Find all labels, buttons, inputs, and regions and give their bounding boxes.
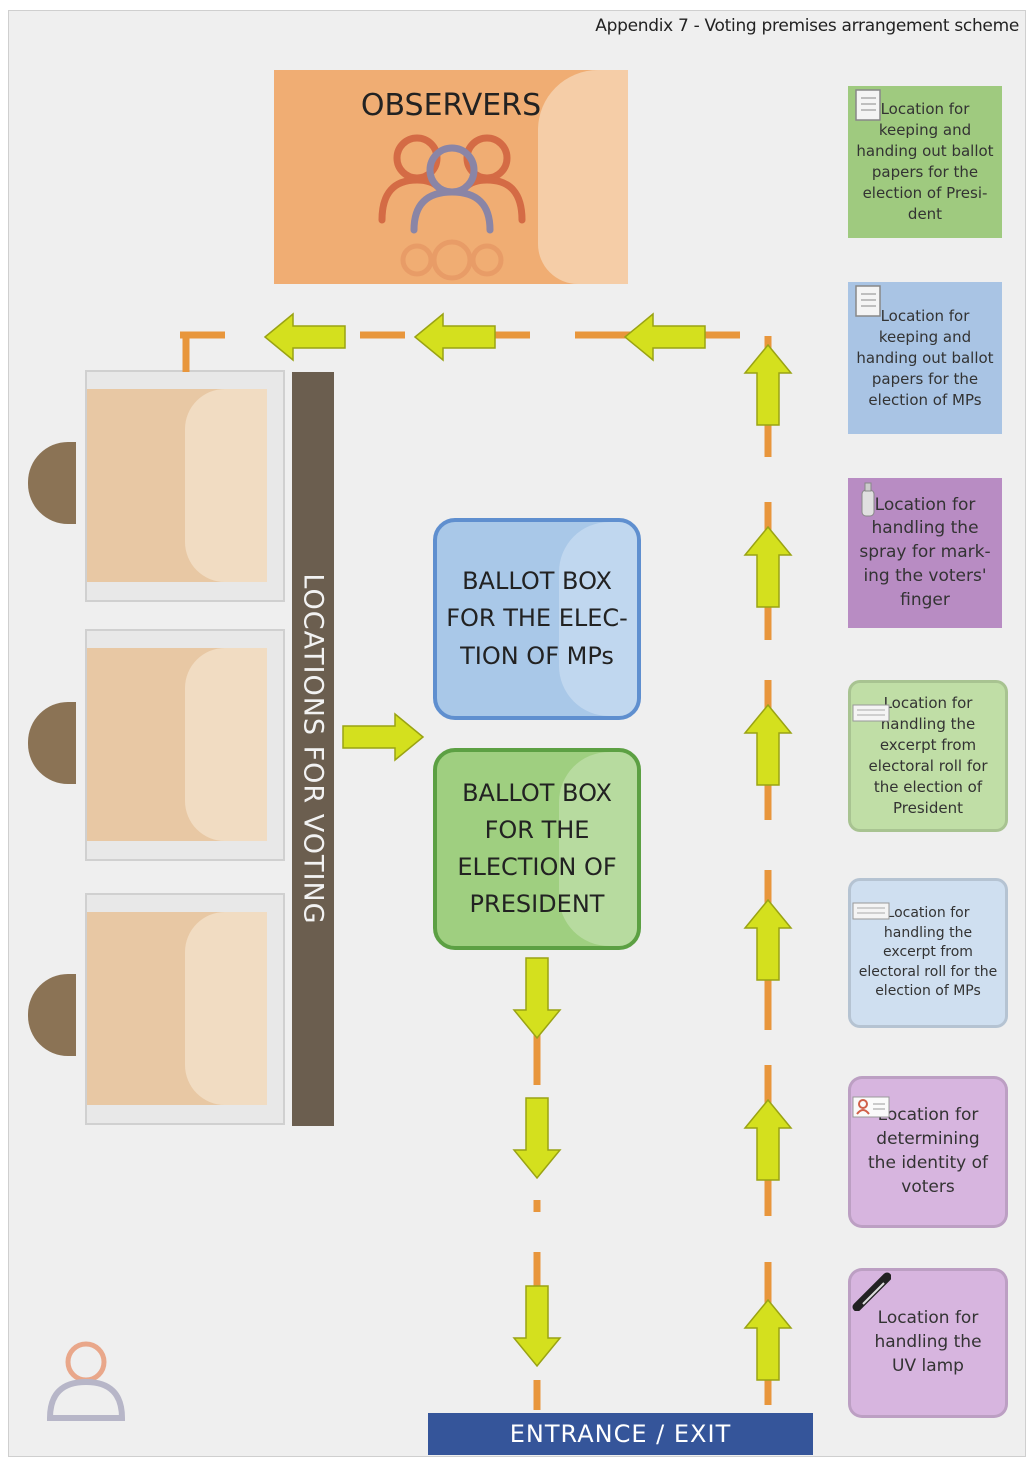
uv-lamp-icon xyxy=(852,1272,891,1311)
station-label-line: Location for xyxy=(877,1308,979,1329)
ballot-box-mps: BALLOT BOX FOR THE ELEC- TION OF MPs xyxy=(433,518,641,720)
observers-shade xyxy=(538,70,628,284)
arrow-left xyxy=(413,312,496,362)
station-label-line: handling the xyxy=(880,715,976,733)
station-label-line: UV lamp xyxy=(892,1355,964,1376)
arrow-down xyxy=(512,1285,562,1368)
station-label-line: Location for xyxy=(874,494,976,515)
arrow-up xyxy=(743,898,793,981)
booth-surface xyxy=(87,648,267,841)
station-1: Location for keeping and handing out ballo… xyxy=(848,86,1002,238)
station-label-line: Location for xyxy=(880,100,970,118)
arrow-right xyxy=(342,712,425,762)
station-6: Location for determining the identity of vo… xyxy=(848,1076,1008,1228)
observers-area: OBSERVERS xyxy=(274,70,628,284)
spray-icon xyxy=(861,482,875,517)
voting-booth xyxy=(85,629,285,861)
observers-icon xyxy=(378,134,526,281)
ballot-box-president-line: FOR THE xyxy=(484,815,590,844)
station-label-line: Location for xyxy=(883,694,973,712)
station-label-line: spray for mark- xyxy=(859,542,991,563)
voting-booth xyxy=(85,370,285,602)
station-label-line: handling the xyxy=(871,518,979,539)
station-5: Location for handling the excerpt from elec… xyxy=(848,878,1008,1028)
ballot-box-mps-line: BALLOT BOX xyxy=(462,567,612,596)
arrow-up xyxy=(743,1098,793,1181)
booth-surface xyxy=(87,912,267,1105)
arrow-up xyxy=(743,343,793,426)
ballot-box-mps-line: TION OF MPs xyxy=(460,641,614,670)
voting-locations-bar: LOCATIONS FOR VOTING xyxy=(292,372,334,1126)
observers-label: OBSERVERS xyxy=(360,88,542,123)
arrow-up xyxy=(743,703,793,786)
station-label-line: electoral roll for xyxy=(868,757,988,775)
station-label-line: the identity of xyxy=(868,1153,988,1173)
station-label-line: dent xyxy=(907,205,943,223)
station-label-line: Location for xyxy=(877,1105,979,1126)
ballot-paper-icon xyxy=(855,285,881,317)
station-label-line: handling the xyxy=(874,1332,982,1353)
station-label-line: voters xyxy=(901,1176,955,1197)
station-label-line: keeping and xyxy=(878,121,972,139)
entrance-exit-label: ENTRANCE / EXIT xyxy=(509,1420,732,1448)
page-title: Appendix 7 - Voting premises arrangement… xyxy=(595,16,1019,36)
station-label-line: President xyxy=(893,799,963,817)
id-card-icon xyxy=(852,1096,890,1118)
ballot-box-president: BALLOT BOX FOR THE ELECTION OF PRESIDENT xyxy=(433,748,641,950)
station-label-line: ing the voters' xyxy=(863,565,987,586)
arrow-left xyxy=(623,312,706,362)
station-3: Location for handling the spray for mark-i… xyxy=(848,478,1002,628)
station-label-line: excerpt from xyxy=(879,736,977,754)
station-label-line: finger xyxy=(900,589,950,610)
ballot-box-mps-line: FOR THE ELEC- xyxy=(446,604,628,633)
station-label-line: election of MPs xyxy=(868,390,982,409)
station-4: Location for handling the excerpt from elec… xyxy=(848,680,1008,832)
station-label-line: papers for the xyxy=(871,163,979,181)
ballot-box-president-line: ELECTION OF xyxy=(457,853,617,881)
electoral-roll-icon xyxy=(852,704,890,722)
ballot-box-president-line: PRESIDENT xyxy=(469,890,605,919)
station-label-line: Location for xyxy=(880,306,970,325)
booth-surface xyxy=(87,389,267,582)
arrow-left xyxy=(263,312,346,362)
station-label-line: handing out ballot xyxy=(856,348,994,367)
station-label-line: electoral roll for the xyxy=(858,963,998,980)
station-label-line: excerpt from xyxy=(883,944,973,961)
arrow-down xyxy=(512,1097,562,1180)
station-label-line: papers for the xyxy=(871,369,979,388)
station-label-line: Location for xyxy=(886,905,970,922)
voting-booth xyxy=(85,893,285,1125)
station-label-line: the election of xyxy=(873,778,983,796)
arrow-up xyxy=(743,1298,793,1381)
station-2: Location for keeping and handing out ballo… xyxy=(848,282,1002,434)
station-label-line: handing out ballot xyxy=(856,142,994,160)
arrow-up xyxy=(743,525,793,608)
arrow-down xyxy=(512,957,562,1040)
station-label-line: handling the xyxy=(883,924,973,941)
station-label-line: determining xyxy=(876,1129,980,1150)
station-label-line: election of MPs xyxy=(875,983,981,1000)
entrance-exit: ENTRANCE / EXIT xyxy=(428,1413,813,1455)
ballot-box-president-line: BALLOT BOX xyxy=(462,778,612,807)
electoral-roll-icon xyxy=(852,902,890,920)
station-label-line: keeping and xyxy=(878,327,972,346)
ballot-paper-icon xyxy=(855,89,881,121)
station-label-line: election of Presi- xyxy=(862,184,988,202)
